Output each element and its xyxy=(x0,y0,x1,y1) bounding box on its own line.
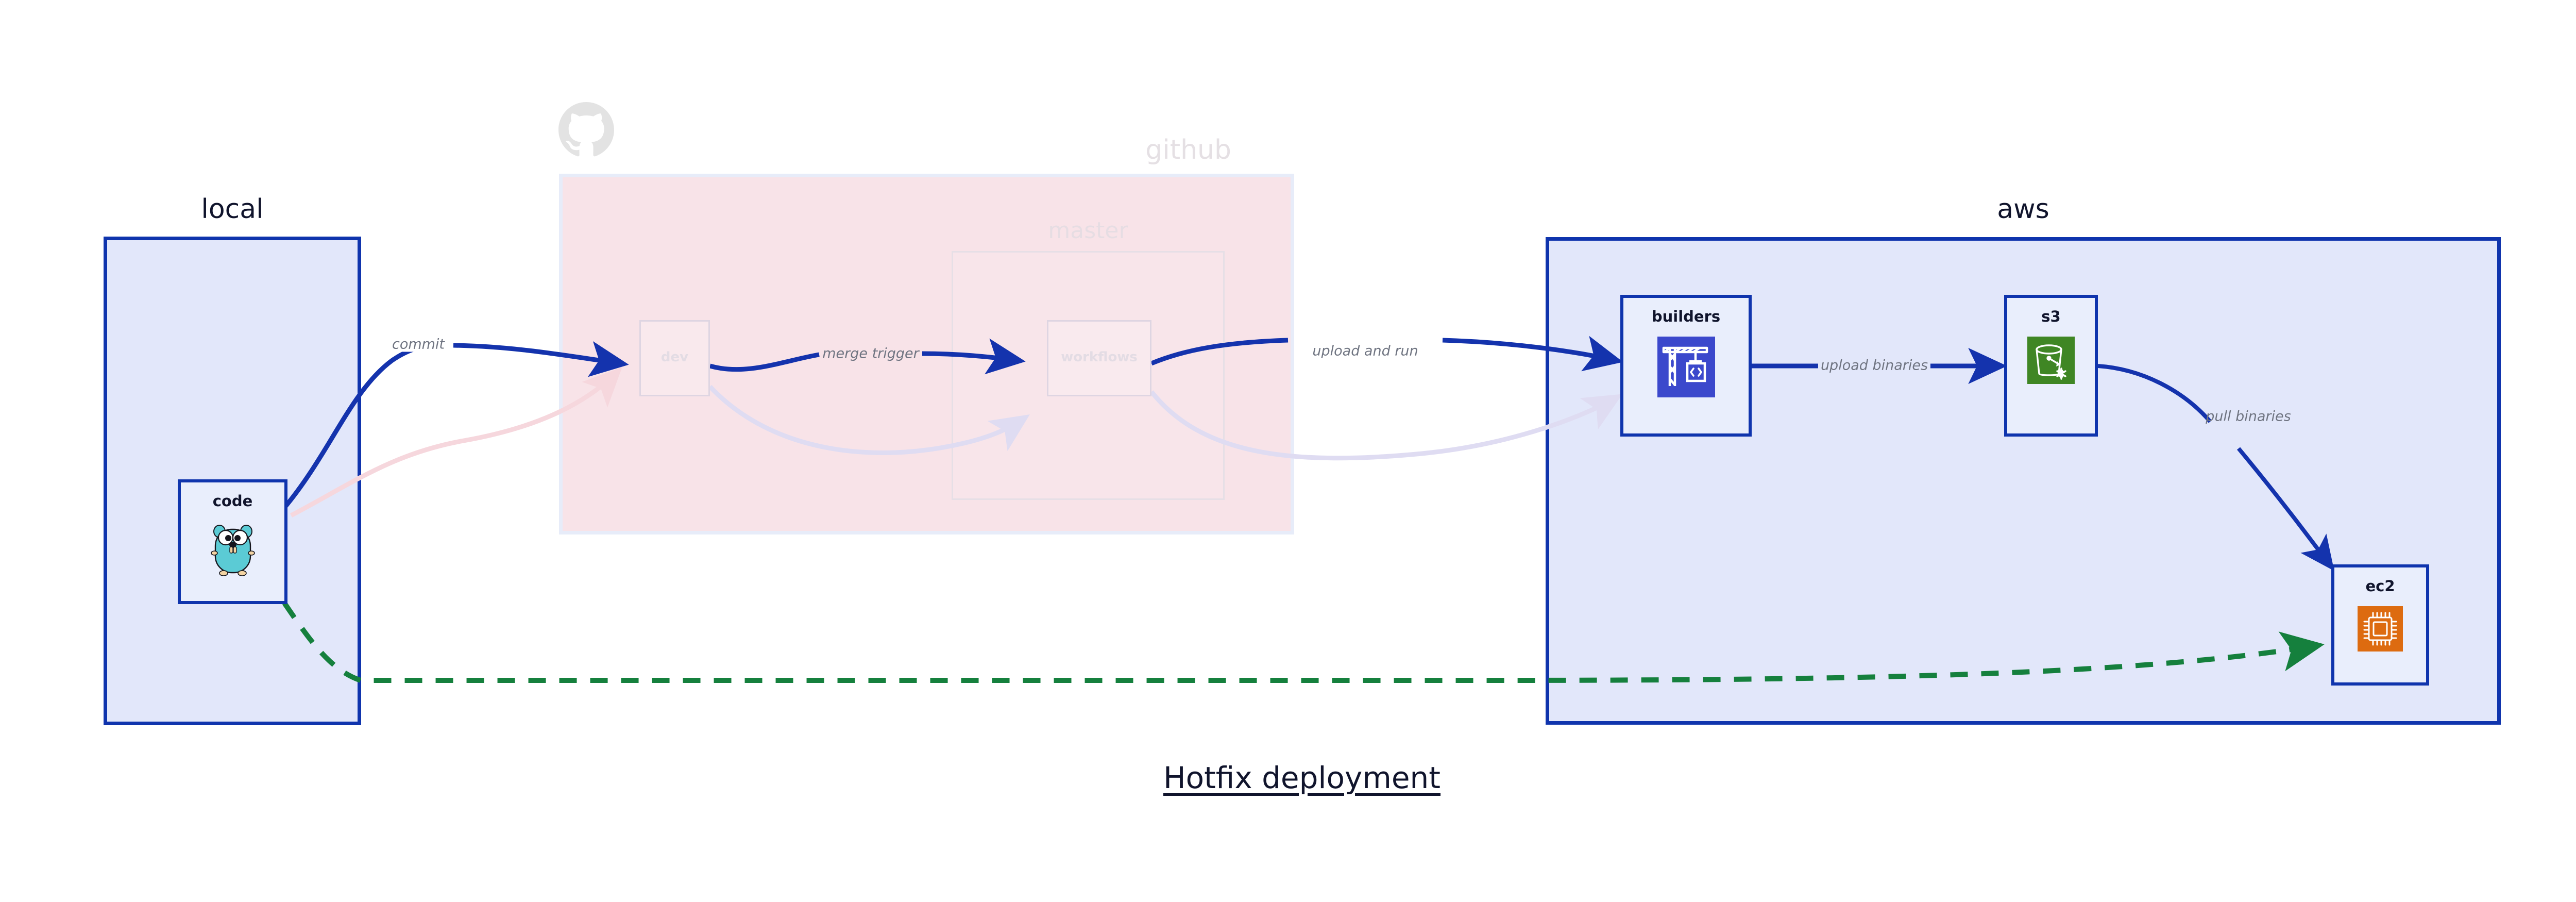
edge-label-upload-binaries: upload binaries xyxy=(1818,358,1931,373)
node-ec2-label: ec2 xyxy=(2365,577,2395,595)
aws-codebuild-icon xyxy=(1657,337,1715,399)
aws-s3-bucket-icon xyxy=(2027,337,2075,386)
edge-label-commit: commit xyxy=(389,337,448,352)
node-dev[interactable]: dev xyxy=(639,320,710,396)
node-workflows-label: workflows xyxy=(1061,349,1138,365)
github-octocat-icon xyxy=(558,102,614,158)
node-s3[interactable]: s3 xyxy=(2004,295,2098,437)
node-s3-label: s3 xyxy=(2041,308,2061,325)
node-code-label: code xyxy=(212,492,253,510)
node-builders-label: builders xyxy=(1651,308,1721,325)
group-label-github: github xyxy=(1145,135,1231,165)
go-gopher-icon xyxy=(208,521,258,581)
node-ec2[interactable]: ec2 xyxy=(2331,564,2429,686)
diagram-title: Hotfix deployment xyxy=(1163,760,1441,795)
node-builders[interactable]: builders xyxy=(1620,295,1752,437)
edge-label-pull-binaries: pull binaries xyxy=(2206,408,2291,425)
edge-label-merge-trigger: merge trigger xyxy=(822,345,919,362)
edge-label-upload-and-run: upload and run xyxy=(1310,343,1421,359)
subgroup-label-master: master xyxy=(1048,218,1128,244)
group-label-local: local xyxy=(201,194,264,225)
group-label-aws: aws xyxy=(1997,194,2049,225)
node-dev-label: dev xyxy=(660,349,689,365)
node-workflows[interactable]: workflows xyxy=(1047,320,1151,396)
node-code[interactable]: code xyxy=(178,479,287,604)
aws-ec2-chip-icon xyxy=(2358,606,2403,654)
